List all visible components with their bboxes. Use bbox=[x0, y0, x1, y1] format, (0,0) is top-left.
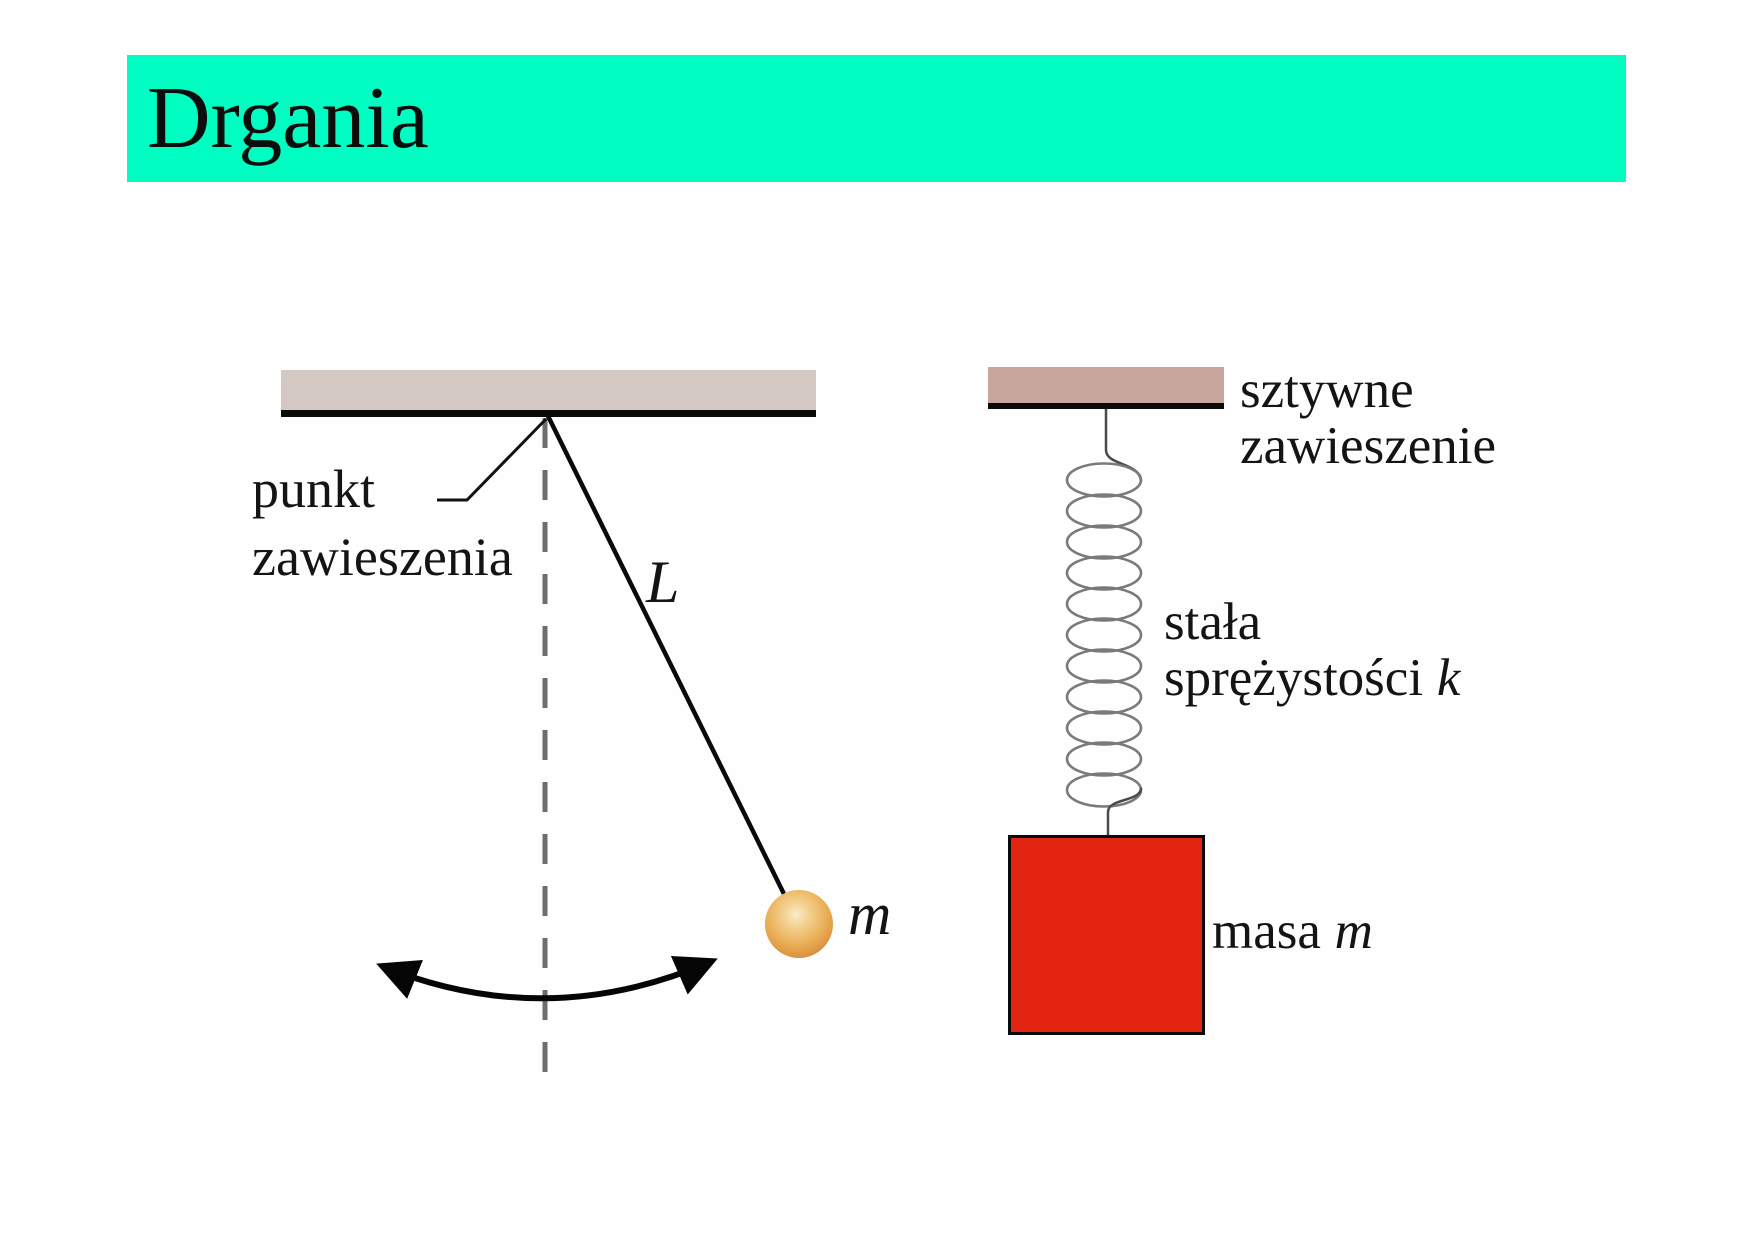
spring-constant-symbol: k bbox=[1436, 649, 1461, 707]
pivot-label-line1: punkt bbox=[252, 459, 376, 519]
support-label-line1: sztywne bbox=[1240, 361, 1414, 419]
pendulum-string bbox=[545, 415, 787, 895]
pivot-label-line2: zawieszenia bbox=[252, 527, 513, 587]
support-label-line2: zawieszenie bbox=[1240, 417, 1496, 475]
spring-coil bbox=[1065, 462, 1143, 808]
length-symbol-label: L bbox=[646, 549, 680, 615]
pivot-leader-line bbox=[437, 417, 548, 502]
block-mass-symbol: m bbox=[1334, 902, 1373, 960]
bob-mass-label: m bbox=[848, 881, 892, 947]
spring-ceiling-bar bbox=[988, 367, 1224, 409]
swing-arc-arrow bbox=[376, 956, 718, 1002]
title-banner: Drgania bbox=[127, 55, 1626, 182]
support-label: sztywne zawieszenie bbox=[1240, 362, 1496, 474]
block-mass-label-text: masa bbox=[1212, 902, 1321, 960]
mass-block bbox=[1008, 835, 1205, 1035]
spring-constant-line1: stała bbox=[1164, 593, 1262, 651]
slide-title: Drgania bbox=[147, 70, 429, 167]
pivot-label: punkt zawieszenia bbox=[252, 455, 513, 591]
spring-bottom-wire bbox=[1106, 787, 1143, 836]
pendulum-bob bbox=[765, 890, 833, 958]
spring-constant-line2-text: sprężystości bbox=[1164, 649, 1424, 707]
pendulum-ceiling-bar bbox=[281, 370, 816, 417]
